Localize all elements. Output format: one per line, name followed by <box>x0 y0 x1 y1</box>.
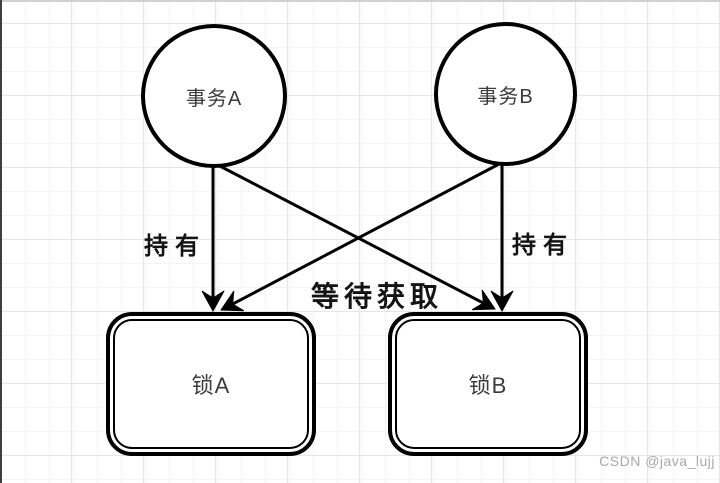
watermark-text: CSDN @java_lujj <box>599 453 715 469</box>
node-transaction-a-label: 事务A <box>185 87 243 110</box>
left-edge-line <box>0 0 2 483</box>
node-transaction-b: 事务B <box>434 22 577 166</box>
edge-label-holds-left: 持有 <box>144 234 206 260</box>
edge-label-waiting: 等待获取 <box>310 282 443 313</box>
edge-label-holds-right: 持有 <box>512 233 574 259</box>
node-lock-a-label: 锁A <box>191 373 231 398</box>
node-lock-b-label: 锁B <box>468 373 508 398</box>
node-lock-b-inner-border: 锁B <box>395 319 581 449</box>
edge-transaction-b-holds-lock-b <box>490 158 514 313</box>
node-lock-a: 锁A <box>106 312 316 456</box>
edge-transaction-a-waits-lock-b <box>213 161 496 311</box>
node-lock-b: 锁B <box>388 312 588 456</box>
edge-transaction-b-waits-lock-a <box>220 161 502 312</box>
node-lock-a-inner-border: 锁A <box>113 319 309 449</box>
node-transaction-b-label: 事务B <box>477 85 534 108</box>
top-edge-line <box>0 0 720 2</box>
edge-transaction-a-holds-lock-a <box>201 160 225 313</box>
node-transaction-a: 事务A <box>141 24 287 168</box>
